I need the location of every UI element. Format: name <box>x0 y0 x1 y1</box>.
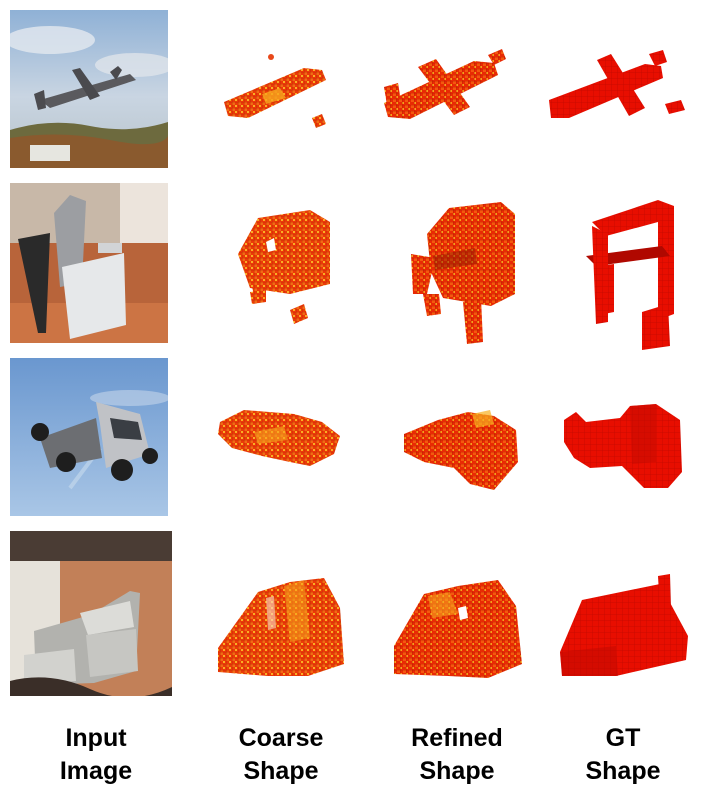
coarse-shape-sofa <box>214 568 356 678</box>
column-label-line1: Input <box>65 724 127 752</box>
column-label-input-image: Input Image <box>31 722 161 788</box>
column-label-line2: Image <box>59 757 133 785</box>
column-label-refined-shape: Refined Shape <box>392 722 522 788</box>
refined-shape-truck <box>398 404 523 494</box>
column-label-gt-shape: GT Shape <box>558 722 688 788</box>
input-image-chair <box>10 183 168 343</box>
column-label-line1: GT <box>605 724 641 752</box>
column-label-line2: Shape <box>419 757 495 785</box>
refined-shape-airplane <box>378 45 513 135</box>
column-label-line1: Coarse <box>238 724 324 752</box>
coarse-shape-airplane <box>214 48 344 133</box>
column-label-line1: Refined <box>411 724 503 752</box>
input-image-truck <box>10 358 168 516</box>
gt-shape-airplane <box>545 48 690 128</box>
coarse-shape-truck <box>214 404 344 474</box>
refined-shape-sofa <box>388 574 530 678</box>
column-label-line2: Shape <box>243 757 319 785</box>
gt-shape-truck <box>560 402 690 492</box>
input-image-sofa <box>10 531 172 696</box>
input-image-airplane <box>10 10 168 168</box>
column-label-line2: Shape <box>585 757 661 785</box>
refined-shape-chair <box>405 198 520 346</box>
gt-shape-chair <box>578 196 688 352</box>
column-label-coarse-shape: Coarse Shape <box>216 722 346 788</box>
gt-shape-sofa <box>556 572 696 682</box>
coarse-shape-chair <box>230 198 340 333</box>
